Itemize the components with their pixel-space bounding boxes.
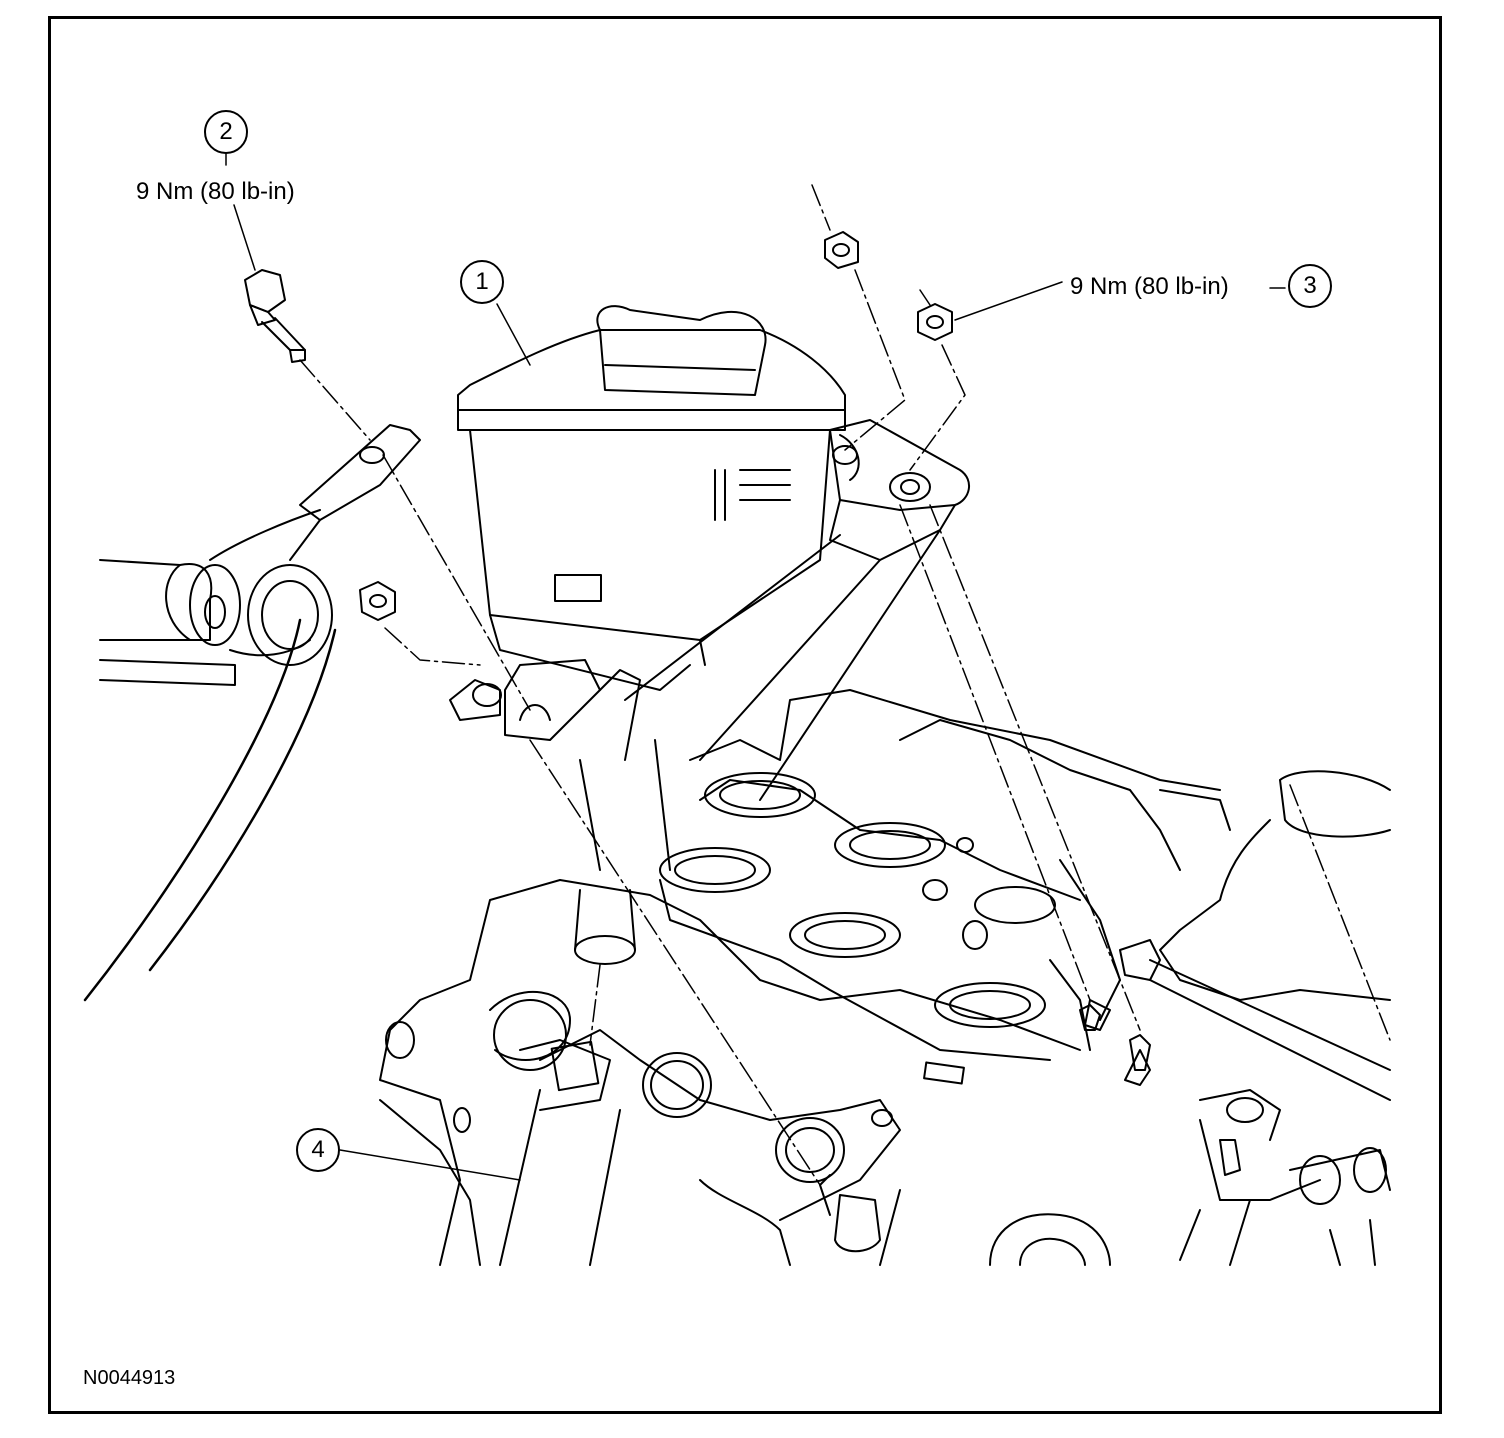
callout-1-number: 1 <box>475 268 489 295</box>
nut-left <box>359 581 396 621</box>
left-bracket <box>289 424 421 561</box>
callout-1: 1 <box>460 260 504 304</box>
right-bracket <box>624 419 970 801</box>
figure-frame <box>48 16 1442 1414</box>
fluid-reservoir <box>457 305 860 691</box>
stabilizer-bar <box>83 509 337 1002</box>
bolt-item-2 <box>244 269 306 363</box>
callout-2-number: 2 <box>219 118 233 145</box>
callout-3-torque: 9 Nm (80 lb-in) <box>1070 273 1229 300</box>
lower-bracket <box>449 659 671 965</box>
callout-3-number: 3 <box>1303 272 1317 299</box>
callout-2: 2 <box>204 110 248 154</box>
nut-item-3 <box>917 303 953 341</box>
alignment-lines <box>299 184 1391 1186</box>
figure-id: N0044913 <box>83 1367 176 1389</box>
nut-upper <box>824 231 859 269</box>
engine-block-right <box>899 719 1391 1266</box>
callout-2-torque: 9 Nm (80 lb-in) <box>136 178 295 205</box>
leader-lines <box>225 151 1286 1181</box>
stud-bolts <box>1079 1004 1151 1071</box>
intake-manifold <box>379 879 1111 1266</box>
callout-4-number: 4 <box>311 1136 325 1163</box>
intake-ports <box>659 689 1221 1061</box>
callout-4: 4 <box>296 1128 340 1172</box>
callout-3: 3 <box>1288 264 1332 308</box>
